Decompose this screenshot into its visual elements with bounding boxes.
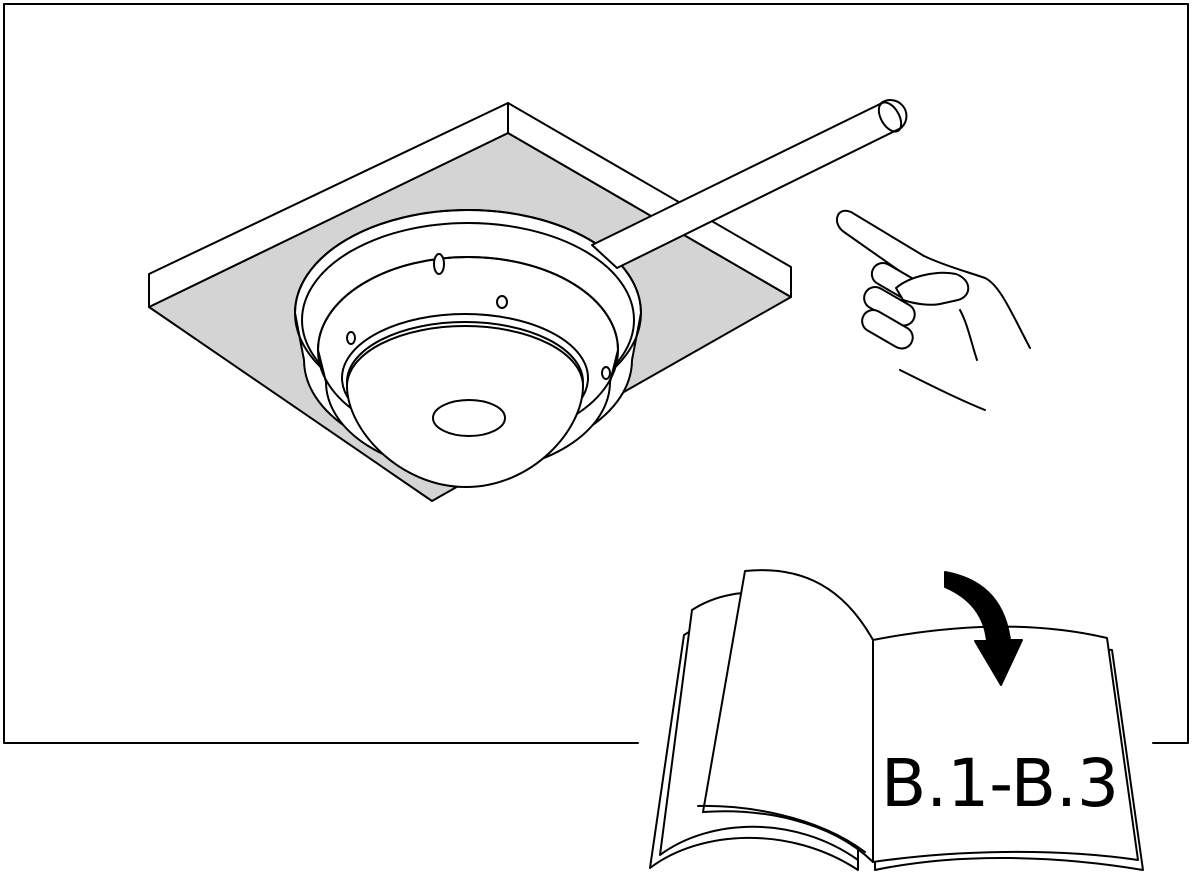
manual-right-page — [872, 625, 1139, 863]
screw — [496, 295, 508, 309]
curved-arrow-down-icon — [944, 571, 1023, 686]
dome-camera-icon — [294, 209, 642, 488]
open-book-icon: B.1-B.3 — [649, 569, 1144, 871]
screw — [601, 366, 611, 380]
screw — [433, 253, 445, 275]
diagram-frame — [3, 3, 1189, 744]
camera-lens — [432, 399, 506, 437]
screw — [346, 331, 356, 345]
pointing-hand-icon — [835, 209, 1031, 411]
cable-icon — [591, 99, 908, 269]
manual-left-page — [702, 569, 874, 863]
manual-reference-label: B.1-B.3 — [881, 745, 1119, 822]
